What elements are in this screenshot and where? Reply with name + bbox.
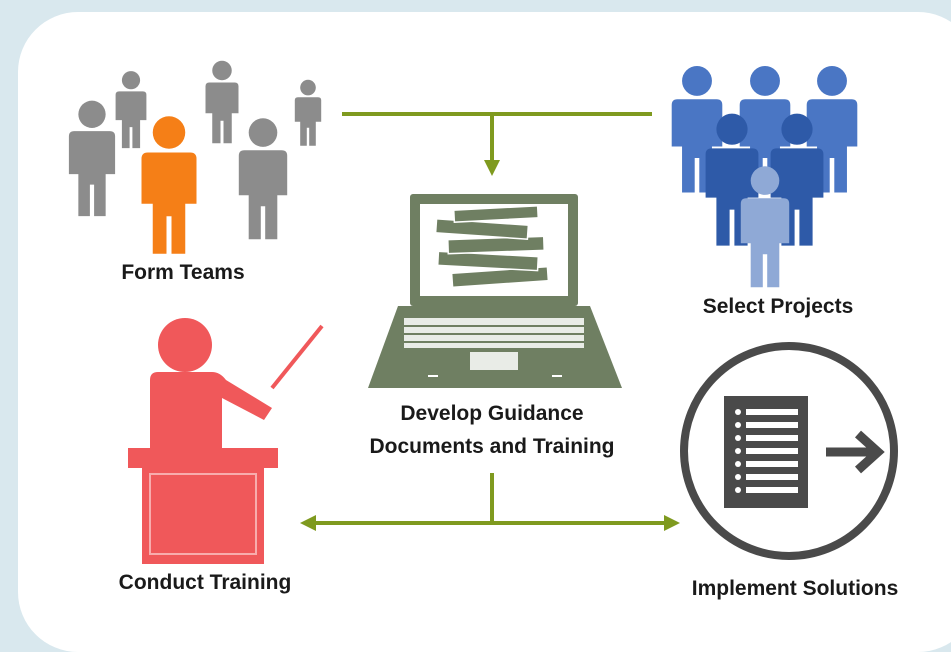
connector-top — [342, 112, 652, 164]
arrowhead-down — [484, 160, 500, 176]
select-projects-label: Select Projects — [702, 295, 854, 318]
checklist-arrow-icon — [680, 342, 898, 560]
arrowhead-right — [664, 515, 680, 531]
teacher-podium-icon — [128, 318, 324, 564]
form-teams-label: Form Teams — [121, 261, 245, 284]
develop-label-line-2: Documents and Training — [369, 435, 615, 458]
laptop-books-icon — [368, 194, 622, 388]
diagram-graphics — [68, 60, 898, 564]
develop-label-line-1: Develop Guidance — [400, 402, 584, 425]
people-group-icon — [68, 60, 322, 254]
diagram: Form Teams Select Projects Develop Guida… — [18, 12, 951, 652]
conduct-training-label: Conduct Training — [118, 571, 292, 594]
people-crowd-icon — [671, 65, 858, 288]
implement-solutions-label: Implement Solutions — [691, 577, 899, 600]
develop-guidance-label: Develop Guidance Documents and Training — [322, 397, 662, 463]
connector-bottom — [312, 473, 668, 525]
arrowhead-left — [300, 515, 316, 531]
